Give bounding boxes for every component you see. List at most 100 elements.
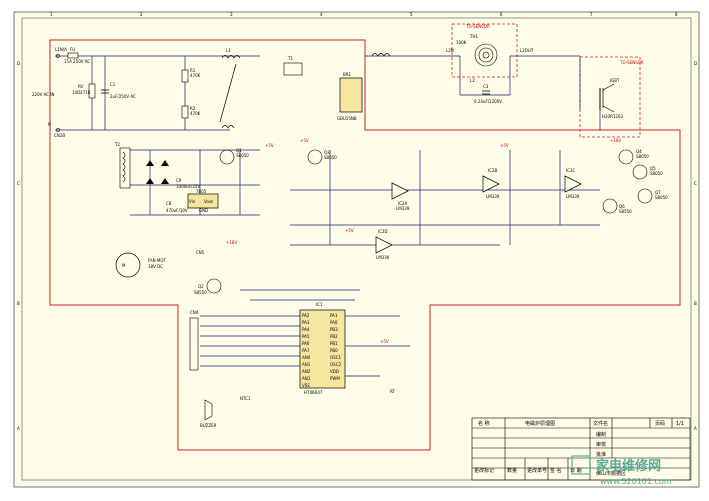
cap-18v-label: C9 [176,178,182,183]
svg-text:家电维修网: 家电维修网 [596,458,661,474]
coil-pin-a: L2N [446,48,454,53]
comparator-ic2d: IC2D LM339 [375,229,393,260]
r1-label: R1 [190,68,196,73]
fuse-symbol [67,52,79,59]
fan-letter: M [122,263,126,268]
svg-text:OSC2: OSC2 [330,362,341,367]
q6-label: Q6 [619,204,625,209]
title-name-value: 电磁炉原理图 [525,420,555,427]
igbt-sensor-label: TO-SENSOR [619,60,644,65]
q7-label: Q7 [655,190,661,195]
x-cap-label: C1 [110,82,116,87]
r2-label: R2 [190,106,196,111]
svg-text:+18V: +18V [610,138,621,143]
igbt-type: H20R1203 [602,114,624,119]
svg-text:IC2A: IC2A [398,201,408,206]
zone-7: 7 [590,12,593,17]
display-connector-label: CN4 [190,310,199,315]
q3-symbol [307,149,323,165]
q6-type: S8550 [619,209,632,214]
display-connector [189,317,199,371]
zone-1: 1 [50,12,53,17]
title-company: 佛山市顺德区 [596,470,626,477]
title-file-label: 文件名 [593,420,608,427]
q1-type: S8050 [236,153,249,158]
svg-text:PA7: PA7 [302,348,310,353]
coil-label: L2 [470,78,475,83]
svg-text:PWM: PWM [330,376,340,381]
svg-text:LM339: LM339 [566,194,580,199]
watermark: 家电维修网 www.520101.com [571,455,672,486]
neutral-pin-label: CN2B [54,133,65,138]
zone-marks: 1 2 3 4 5 6 7 8 D C B A D C B A [17,12,697,431]
igbt-symbol [599,83,615,113]
q7-type: S8050 [655,195,668,200]
svg-text:www.520101.com: www.520101.com [600,477,672,486]
q2-symbol [206,278,222,294]
gate-driver [602,149,653,214]
regulator-gnd: GND [199,208,208,213]
fan-label: FAN MOT [148,258,167,263]
varistor-type: 14D471K [72,90,91,95]
svg-text:T2: T2 [114,142,120,147]
regulator-vin: Vin [189,199,196,204]
q4-type: S8050 [636,154,649,159]
thermistor-label: TH1 [469,34,478,39]
svg-text:PA2: PA2 [302,313,310,318]
svg-text:+5V: +5V [345,228,354,233]
cap-5v-label: C8 [166,201,172,206]
svg-text:IC2D: IC2D [378,229,388,234]
line-terminal [56,54,60,58]
board-outline [49,39,681,451]
mcu-wires [200,289,410,377]
transformer-t1: T1 [283,56,303,76]
zone-d-right: D [694,61,697,66]
zone-c-right: C [694,181,697,186]
zone-b: B [17,301,20,306]
title-quantity: 数量 [507,467,517,474]
svg-text:PA4: PA4 [302,327,310,332]
res-cap-label: C3 [483,84,489,89]
neutral-label: N [48,122,51,127]
r1-value: 470K [190,73,201,78]
q1-symbol [219,149,235,165]
choke-symbol [221,55,241,59]
svg-text:+5V: +5V [300,138,309,143]
induction-coil [474,43,498,67]
buzzer-label: BUZZER [200,423,217,428]
svg-text:IC2C: IC2C [566,168,576,173]
ntc-label: NTC1 [240,396,251,401]
coil-pin-b: L2OUT [520,48,534,53]
svg-text:LM339: LM339 [376,255,390,260]
title-change-mark: 更改标记 [474,467,494,474]
zone-6: 6 [500,12,503,17]
title-date: 日 期 [570,468,582,474]
fan-motor [115,252,141,278]
zone-4: 4 [320,12,323,17]
r2-symbol [181,105,189,119]
svg-text:LM339: LM339 [486,194,500,199]
q3-label: Q3 [324,150,330,155]
bridge-rectifier [339,77,363,113]
zone-d: D [17,61,20,66]
q2-type: S8550 [194,290,207,295]
coil-sensor-outline [451,23,518,78]
fan-supply-label: +18V [226,240,237,245]
neutral-terminal [56,128,60,132]
x-cap-value: 2uF/250V AC [110,94,136,99]
psu-diodes [146,160,169,184]
title-page-label: 页码 [655,420,665,427]
zone-c: C [17,181,20,186]
regulator-label: 7805 [196,189,207,194]
mains-label: 220V AC IN [32,92,55,97]
zone-b-right: B [694,301,697,306]
q3-type: S8050 [324,155,337,160]
svg-text:VDD: VDD [330,369,339,374]
title-block [471,417,691,481]
title-checker: 审核 [596,441,606,448]
svg-text:AN2: AN2 [302,369,311,374]
fuse-label: FU [70,47,75,52]
regulator-7805 [187,193,219,209]
